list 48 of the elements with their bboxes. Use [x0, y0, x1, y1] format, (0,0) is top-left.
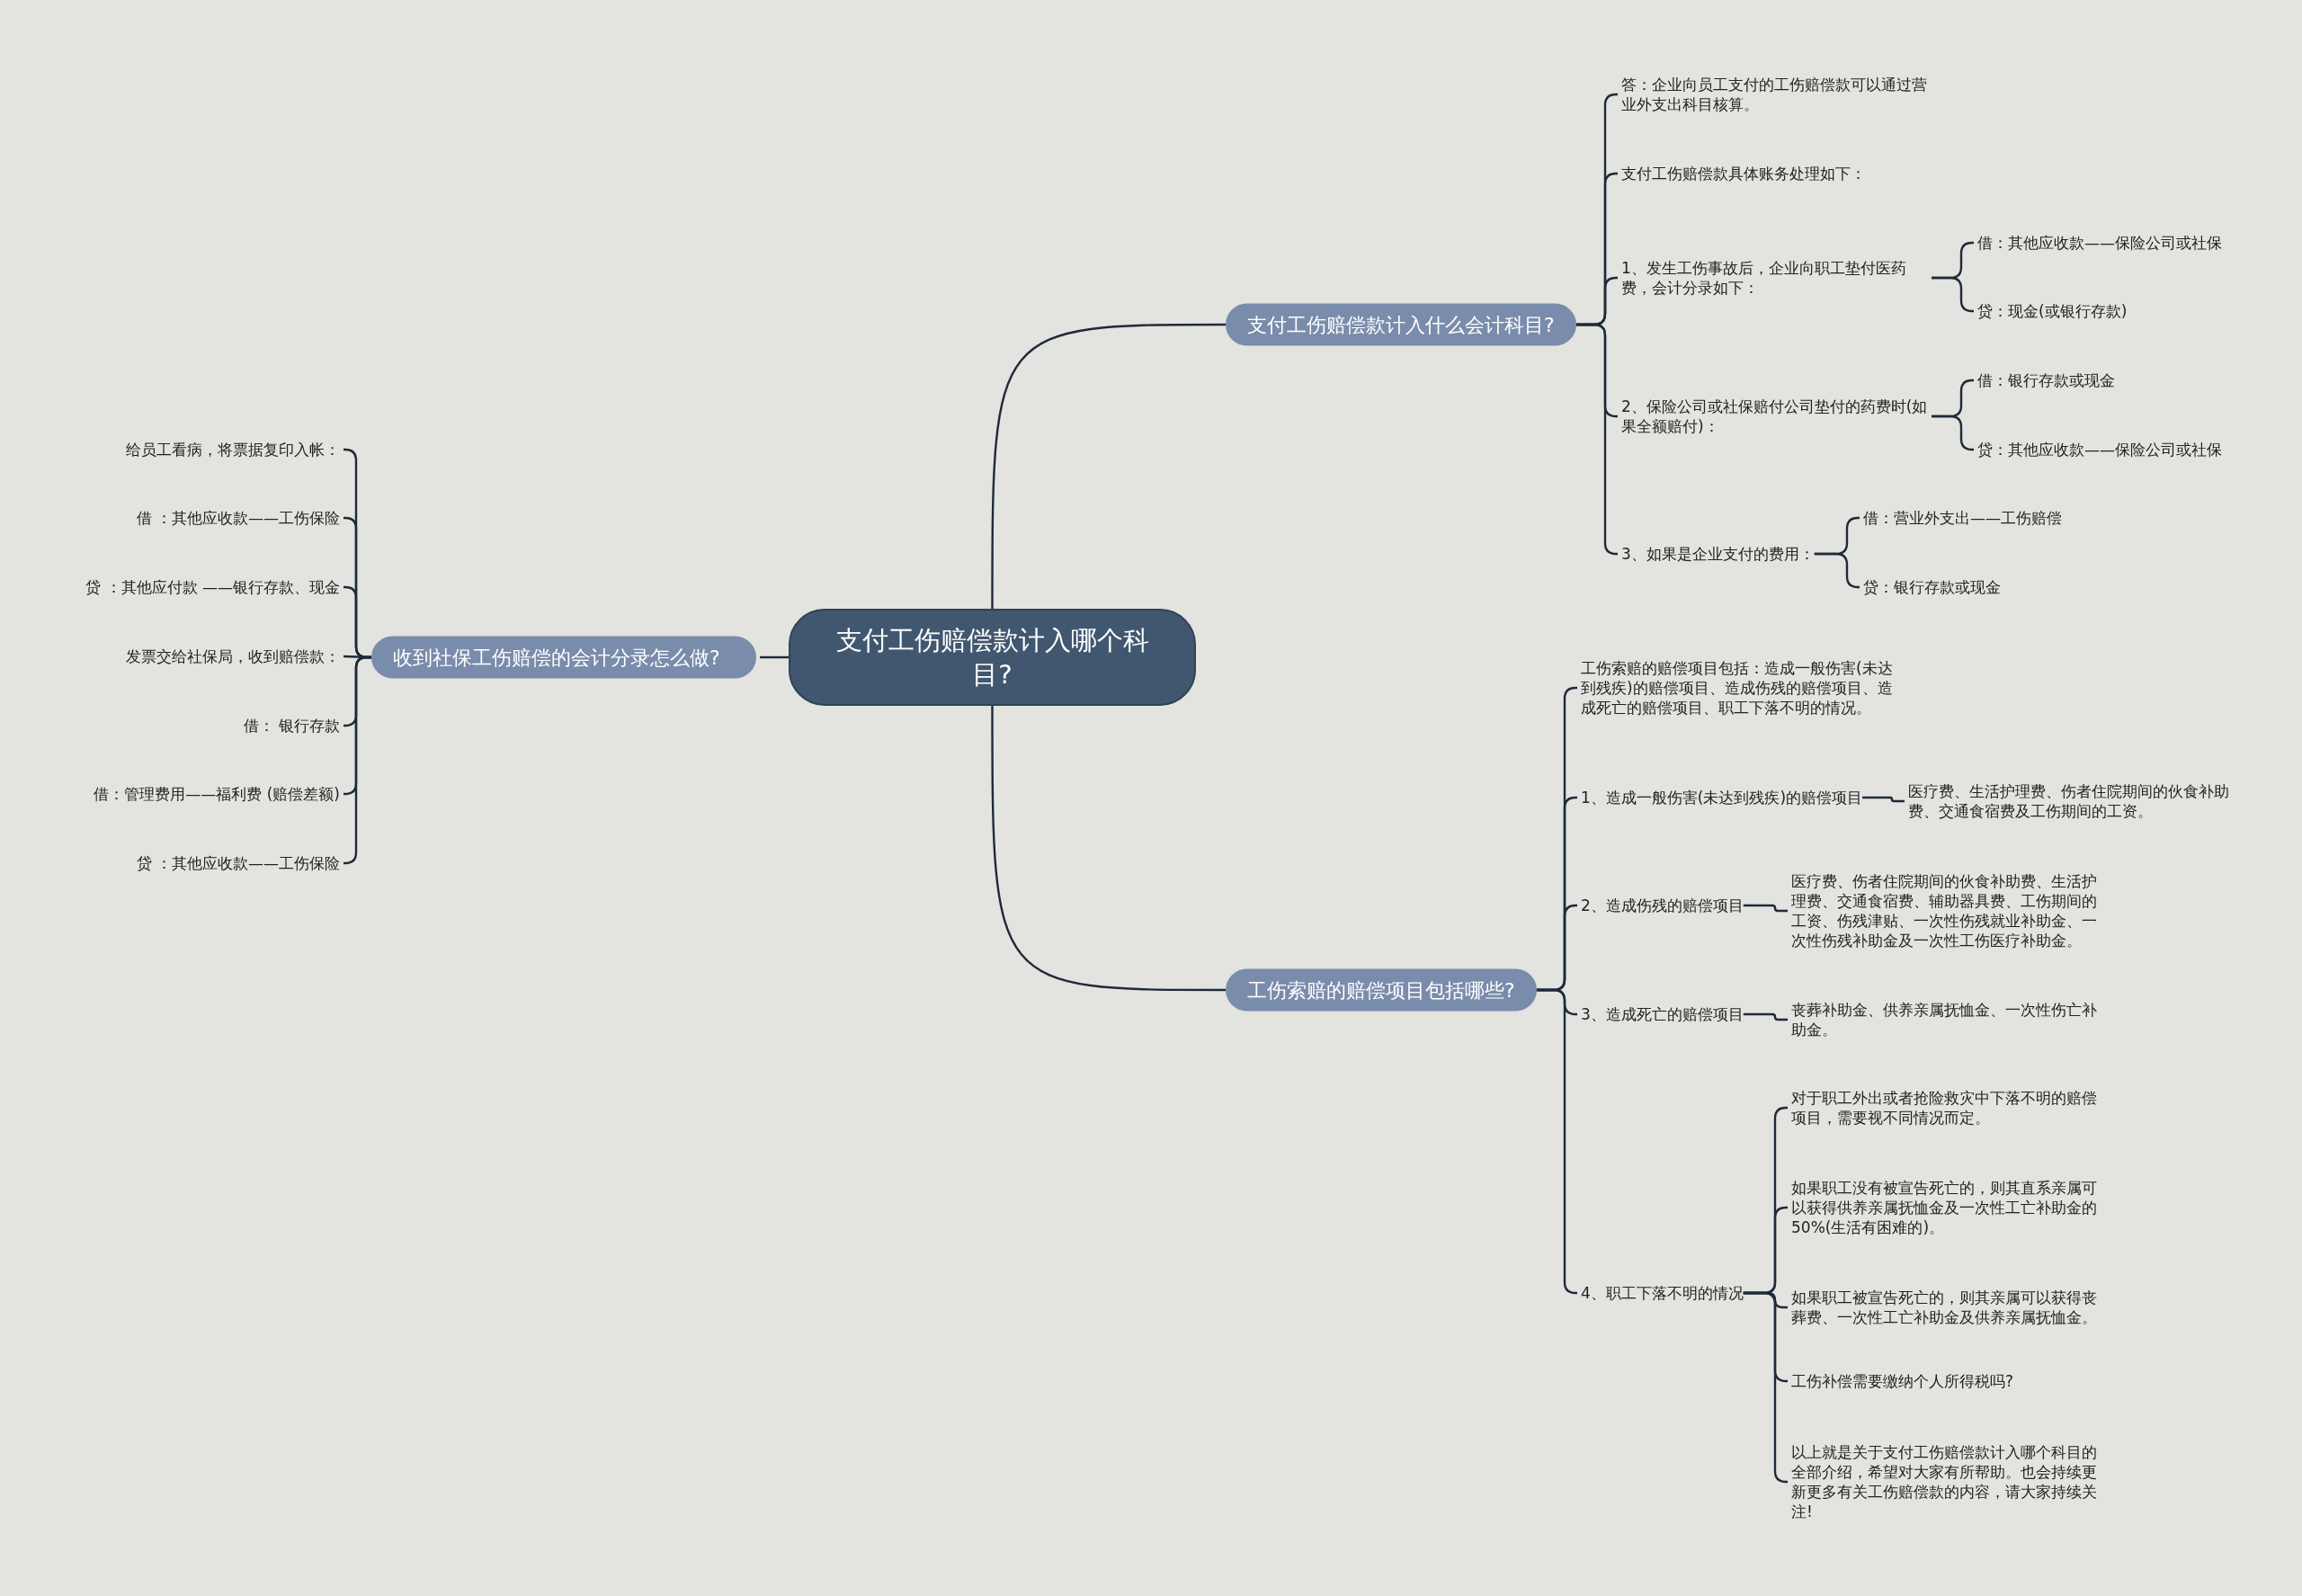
leaf-text: 贷：其他应收款——保险公司或社保: [1977, 440, 2222, 459]
branch-topic: 支付工伤赔偿款计入什么会计科目?: [1226, 303, 1576, 346]
leaf-text: 借：其他应收款——保险公司或社保: [1977, 233, 2222, 253]
leaf-text: 借：管理费用——福利费 (赔偿差额): [94, 784, 340, 804]
leaf-text: 对于职工外出或者抢险救灾中下落不明的赔偿项目，需要视不同情况而定。: [1791, 1088, 2111, 1128]
connector-line: [1932, 276, 1974, 313]
connector-line: [1814, 552, 1860, 589]
leaf-text: 贷 ：其他应付款 ——银行存款、现金: [85, 577, 340, 597]
connector-line: [991, 323, 1226, 609]
leaf-text: 工伤索赔的赔偿项目包括：造成一般伤害(未达到残疾)的赔偿项目、造成伤残的赔偿项目、造成死亡的赔偿项目、职工下落不明的情况。: [1581, 658, 1901, 718]
leaf-text: 2、保险公司或社保赔付公司垫付的药费时(如果全额赔付)：: [1621, 397, 1932, 436]
leaf-text: 借：银行存款或现金: [1977, 370, 2115, 390]
leaf-text: 如果职工没有被宣告死亡的，则其直系亲属可以获得供养亲属抚恤金及一次性工亡补助金的50%(生活有困难的)。: [1791, 1178, 2111, 1237]
leaf-text: 贷 ：其他应收款——工伤保险: [136, 853, 340, 873]
connector-line: [1575, 323, 1618, 556]
leaf-text: 借 ：其他应收款——工伤保险: [136, 508, 340, 528]
leaf-text: 4、职工下落不明的情况: [1581, 1283, 1744, 1303]
connector-line: [1743, 1012, 1788, 1021]
connector-line: [760, 655, 789, 659]
leaf-text: 医疗费、伤者住院期间的伙食补助费、生活护理费、交通食宿费、辅助器具费、工伤期间的工资、伤残津贴、一次性伤残就业补助金、一次性伤残补助金及一次性工伤医疗补助金。: [1791, 871, 2111, 950]
leaf-text: 2、造成伤残的赔偿项目: [1581, 896, 1744, 915]
branch-topic: 工伤索赔的赔偿项目包括哪些?: [1226, 968, 1537, 1012]
root-topic: 支付工伤赔偿款计入哪个科目?: [789, 609, 1196, 706]
branch-topic: 收到社保工伤赔偿的会计分录怎么做?: [371, 636, 756, 679]
leaf-text: 3、如果是企业支付的费用：: [1621, 544, 1815, 564]
leaf-text: 贷：现金(或银行存款): [1977, 301, 2128, 321]
leaf-text: 支付工伤赔偿款具体账务处理如下：: [1621, 164, 1866, 183]
leaf-text: 贷：银行存款或现金: [1863, 577, 2001, 597]
leaf-text: 3、造成死亡的赔偿项目: [1581, 1004, 1744, 1024]
leaf-text: 发票交给社保局，收到赔偿款：: [126, 646, 340, 666]
leaf-text: 答：企业向员工支付的工伤赔偿款可以通过营业外支出科目核算。: [1621, 75, 1941, 114]
leaf-text: 以上就是关于支付工伤赔偿款计入哪个科目的全部介绍，希望对大家有所帮助。也会持续更新更多有关工伤赔偿款的内容，请大家持续关注!: [1791, 1442, 2111, 1521]
connector-line: [1743, 904, 1788, 913]
leaf-text: 给员工看病，将票据复印入帐：: [126, 440, 340, 459]
connector-line: [1862, 796, 1905, 803]
connector-line: [991, 706, 1226, 992]
leaf-text: 丧葬补助金、供养亲属抚恤金、一次性伤亡补助金。: [1791, 1000, 2111, 1039]
connector-line: [344, 655, 371, 865]
connector-line: [1932, 415, 1974, 451]
connector-line: [1743, 1291, 1788, 1484]
leaf-text: 1、造成一般伤害(未达到残疾)的赔偿项目: [1581, 788, 1863, 807]
leaf-text: 借： 银行存款: [243, 716, 340, 736]
leaf-text: 借：营业外支出——工伤赔偿: [1863, 508, 2062, 528]
leaf-text: 1、发生工伤事故后，企业向职工垫付医药费，会计分录如下：: [1621, 258, 1932, 298]
leaf-text: 医疗费、生活护理费、伤者住院期间的伙食补助费、交通食宿费及工伤期间的工资。: [1908, 781, 2232, 821]
leaf-text: 工伤补偿需要缴纳个人所得税吗?: [1791, 1371, 2014, 1391]
connector-line: [1536, 988, 1578, 1295]
leaf-text: 如果职工被宣告死亡的，则其亲属可以获得丧葬费、一次性工亡补助金及供养亲属抚恤金。: [1791, 1288, 2111, 1327]
